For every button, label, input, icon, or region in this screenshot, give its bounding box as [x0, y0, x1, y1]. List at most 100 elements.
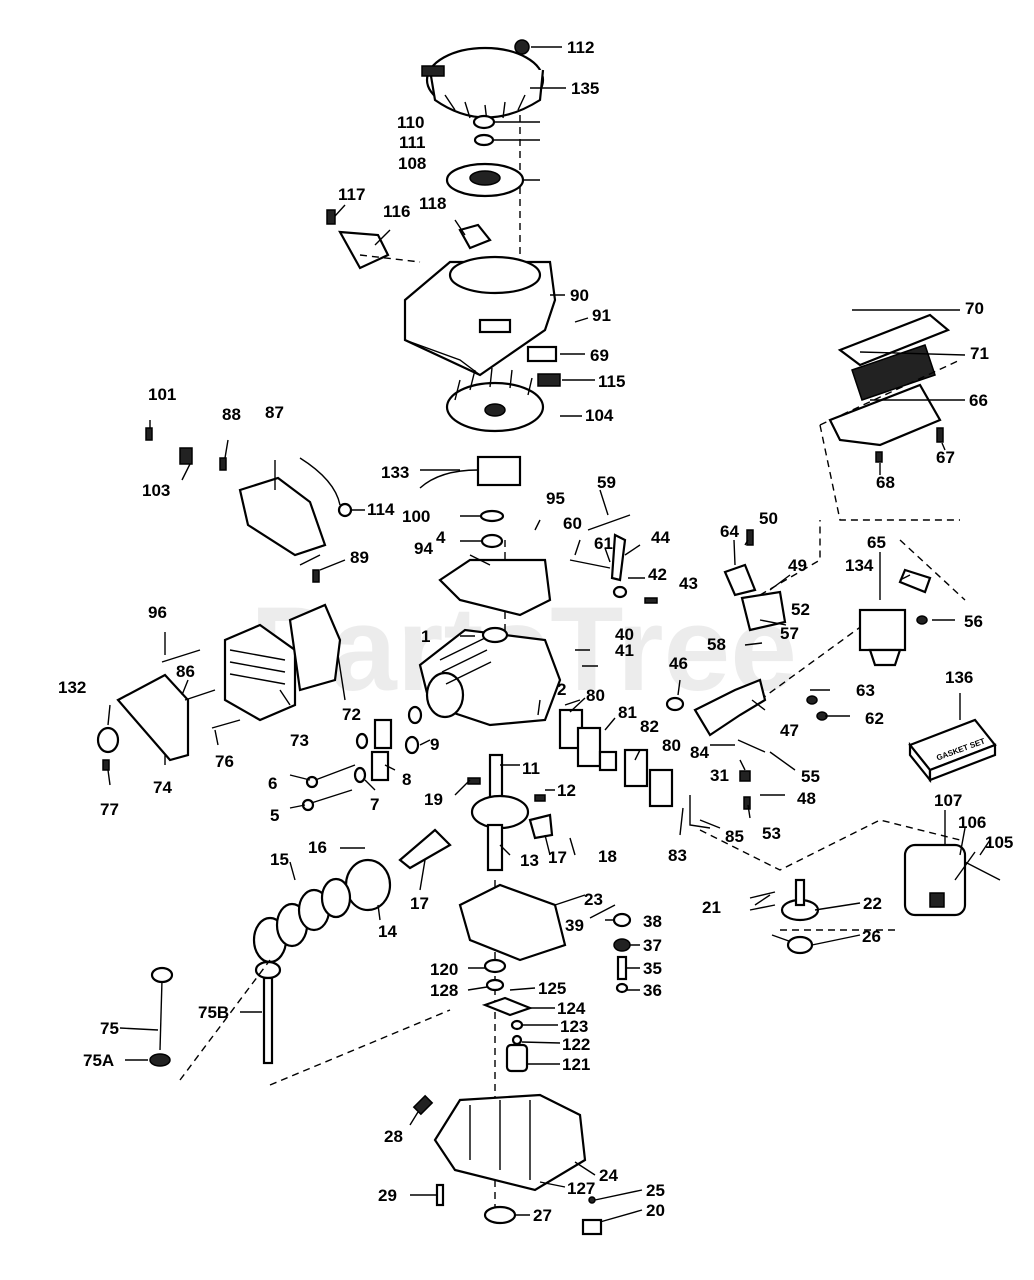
callout-120: 120: [430, 960, 458, 979]
callout-136: 136: [945, 668, 973, 687]
callout-5: 5: [270, 806, 279, 825]
callout-61: 61: [594, 534, 613, 553]
callout-12: 12: [557, 781, 576, 800]
callout-115: 115: [598, 372, 625, 391]
breather-cover-gasket-part: [623, 748, 649, 788]
nut-part: [806, 695, 818, 705]
callout-41: 41: [615, 641, 634, 660]
callout-14: 14: [378, 922, 397, 941]
gasket-set-box: [908, 718, 997, 784]
callout-52: 52: [791, 600, 810, 619]
bushing-part: [613, 938, 631, 952]
callout-95: 95: [546, 489, 565, 508]
callout-49: 49: [788, 556, 807, 575]
seal-part: [483, 958, 507, 974]
callout-105: 105: [985, 833, 1013, 852]
callout-50: 50: [759, 509, 778, 528]
recoil-starter-part: [421, 46, 545, 123]
callout-86: 86: [176, 662, 195, 681]
callout-75: 75: [100, 1019, 119, 1038]
callout-23: 23: [584, 890, 603, 909]
callout-21: 21: [702, 898, 721, 917]
screw-part: [219, 457, 227, 471]
breather-valve-part: [598, 750, 618, 772]
callout-16: 16: [308, 838, 327, 857]
ball-part: [511, 1034, 523, 1046]
key-part: [534, 794, 546, 802]
washer-part: [485, 978, 505, 992]
spark-plug-cover-part: [96, 726, 120, 754]
shaft-part: [616, 955, 628, 981]
callout-127: 127: [567, 1179, 595, 1198]
governor-link-part: [569, 514, 631, 569]
retainer-part: [353, 766, 367, 784]
nut-part: [916, 615, 928, 625]
crankshaft-part: [470, 753, 530, 872]
valve-spring-part: [373, 718, 393, 750]
seal-ring-part: [479, 509, 505, 523]
callout-37: 37: [643, 936, 662, 955]
callout-116: 116: [383, 202, 410, 221]
lever-part: [610, 533, 627, 582]
callout-121: 121: [562, 1055, 590, 1074]
callout-39: 39: [565, 916, 584, 935]
retainer-part: [355, 732, 369, 750]
callout-75A: 75A: [83, 1051, 114, 1070]
callout-106: 106: [958, 813, 986, 832]
seal-part: [612, 912, 632, 928]
callout-20: 20: [646, 1201, 665, 1220]
bolt-part: [737, 739, 766, 753]
callout-2: 2: [557, 680, 566, 699]
washer-part: [473, 133, 495, 147]
callout-17b: 17: [410, 894, 429, 913]
callout-88: 88: [222, 405, 241, 424]
callout-111: 111: [399, 133, 426, 152]
callout-76: 76: [215, 752, 234, 771]
screw-part: [875, 451, 883, 463]
callout-19: 19: [424, 790, 443, 809]
callout-1: 1: [421, 627, 430, 646]
screw-part: [326, 209, 336, 225]
callout-26: 26: [862, 927, 881, 946]
valve-head-part: [305, 775, 319, 789]
leader-dashed: [179, 959, 451, 1086]
plate-part: [481, 996, 534, 1017]
callout-17a: 17: [548, 848, 567, 867]
callout-48: 48: [797, 789, 816, 808]
callout-110: 110: [397, 113, 424, 132]
screw-part: [936, 427, 944, 443]
callout-108: 108: [398, 154, 426, 173]
callout-134: 134: [845, 556, 874, 575]
callout-29: 29: [378, 1186, 397, 1205]
callout-24: 24: [599, 1166, 618, 1185]
camshaft-part: [786, 935, 814, 955]
callout-46: 46: [669, 654, 688, 673]
muffler-part: [903, 843, 967, 917]
bolt-part: [954, 851, 1001, 881]
callout-65: 65: [867, 533, 886, 552]
tube-part: [689, 795, 711, 829]
tappet-part: [407, 705, 423, 725]
callout-25: 25: [646, 1181, 665, 1200]
callout-15: 15: [270, 850, 289, 869]
callout-103: 103: [142, 481, 170, 500]
callout-75B: 75B: [198, 1003, 229, 1022]
o-ring-part: [149, 1053, 171, 1067]
callout-83: 83: [668, 846, 687, 865]
callout-124: 124: [557, 999, 586, 1018]
dipstick-cap-part: [150, 966, 174, 984]
callout-94: 94: [414, 539, 433, 558]
piston-part: [344, 858, 392, 912]
intake-gasket-part: [665, 696, 685, 712]
callout-22: 22: [863, 894, 882, 913]
leader-dashed: [359, 254, 421, 263]
callout-62: 62: [865, 709, 884, 728]
callout-35: 35: [643, 959, 662, 978]
screw-part: [312, 569, 320, 583]
callout-125: 125: [538, 979, 566, 998]
screw-part: [145, 427, 153, 441]
callout-44: 44: [651, 528, 670, 547]
callout-71: 71: [970, 344, 989, 363]
callout-82: 82: [640, 717, 659, 736]
callout-85: 85: [725, 827, 744, 846]
